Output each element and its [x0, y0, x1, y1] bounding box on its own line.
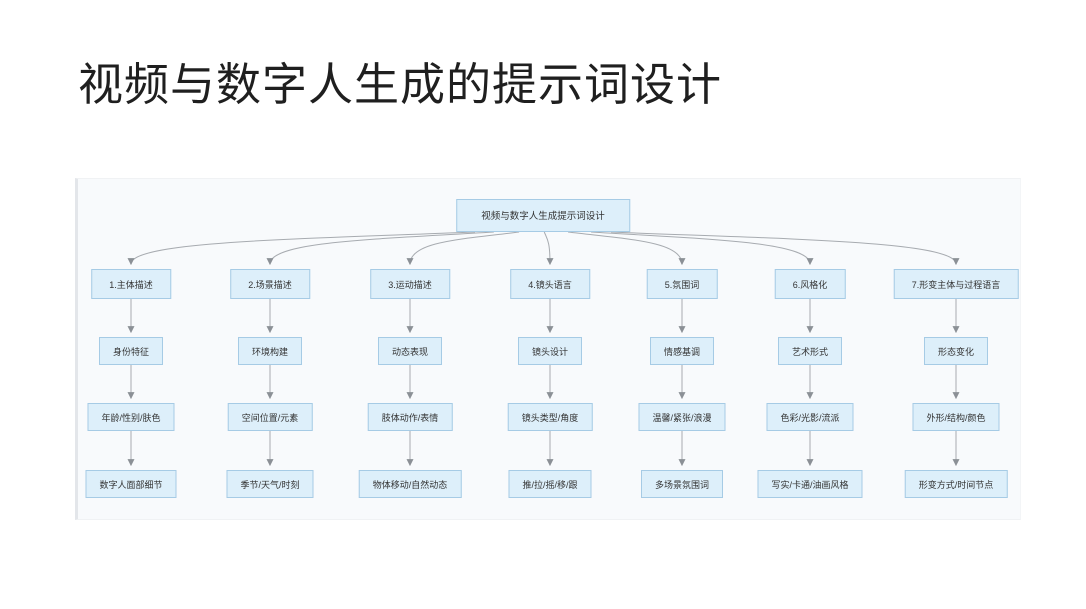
node-col3-level1: 动态表现: [377, 337, 443, 365]
connector-line: [127, 231, 476, 266]
node-col6-header: 6.风格化: [774, 269, 846, 299]
node-col3-level2: 肢体动作/表情: [367, 403, 453, 431]
diagram-root-node: 视频与数字人生成提示词设计: [456, 199, 630, 232]
flowchart-panel: 视频与数字人生成提示词设计 1.主体描述身份特征年龄/性别/肤色数字人面部细节 2…: [75, 178, 1021, 520]
node-col6-level3: 写实/卡通/油画风格: [757, 470, 863, 498]
node-col2-level3: 季节/天气/时刻: [226, 470, 314, 498]
node-col6-level2: 色彩/光影/流派: [766, 403, 854, 431]
node-col1-level2: 年龄/性别/肤色: [87, 403, 175, 431]
node-col4-header: 4.镜头语言: [510, 269, 590, 299]
node-col2-level2: 空间位置/元素: [227, 403, 313, 431]
connector-line: [567, 231, 686, 266]
connector-line: [406, 231, 520, 266]
node-col1-level1: 身份特征: [98, 337, 164, 365]
page-title: 视频与数字人生成的提示词设计: [78, 59, 723, 110]
node-col2-level1: 环境构建: [237, 337, 303, 365]
node-col5-level2: 温馨/紧张/浪漫: [638, 403, 726, 431]
node-col4-level1: 镜头设计: [517, 337, 583, 365]
node-col6-level1: 艺术形式: [777, 337, 843, 365]
node-col5-level1: 情感基调: [649, 337, 715, 365]
connector-edges: [127, 231, 960, 467]
node-col3-header: 3.运动描述: [370, 269, 450, 299]
node-col7-level1: 形态变化: [923, 337, 989, 365]
node-col1-level3: 数字人面部细节: [85, 470, 177, 498]
node-col5-level3: 多场景氛围词: [640, 470, 724, 498]
node-col2-header: 2.场景描述: [230, 269, 310, 299]
connector-line: [591, 231, 814, 266]
connector-line: [610, 231, 960, 266]
node-col7-level2: 外形/结构/颜色: [912, 403, 1000, 431]
node-col7-level3: 形变方式/时间节点: [904, 470, 1008, 498]
node-col7-header: 7.形变主体与过程语言: [893, 269, 1019, 299]
connector-line: [543, 231, 554, 266]
node-col1-header: 1.主体描述: [91, 269, 171, 299]
node-col4-level3: 推/拉/摇/移/跟: [508, 470, 592, 498]
node-col5-header: 5.氛围词: [646, 269, 718, 299]
node-col4-level2: 镜头类型/角度: [507, 403, 593, 431]
node-col3-level3: 物体移动/自然动态: [358, 470, 462, 498]
connector-line: [266, 231, 494, 266]
